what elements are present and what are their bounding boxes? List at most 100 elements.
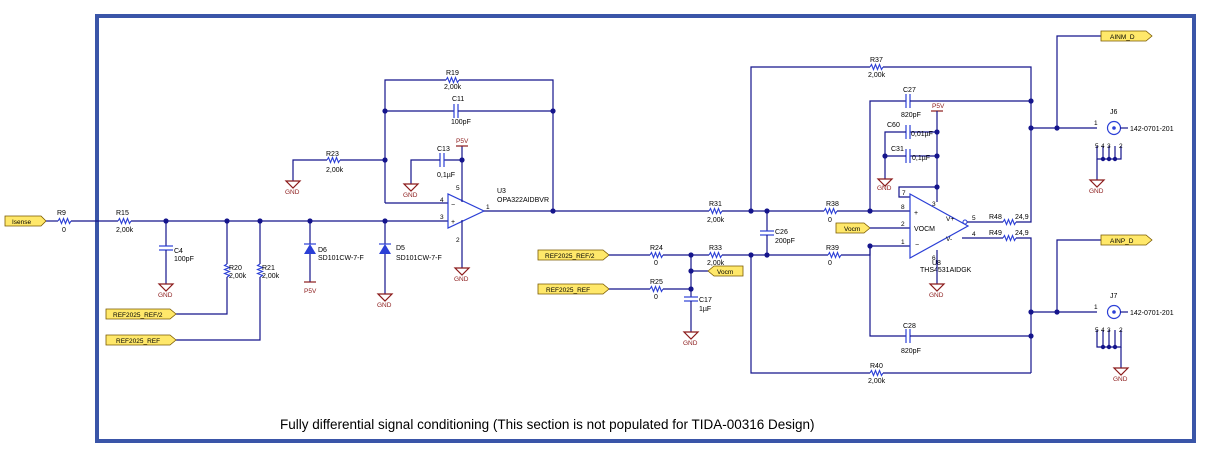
j6-pin-2: 2: [1119, 143, 1123, 150]
net-label-ref-mid[interactable]: REF2025_REF: [537, 283, 610, 295]
diode-d6[interactable]: [304, 221, 316, 282]
r33-ref: R33: [709, 245, 722, 252]
capacitor-c31[interactable]: [905, 149, 911, 163]
resistor-r19[interactable]: [445, 76, 460, 84]
gnd-label: GND: [285, 189, 300, 196]
capacitor-c13[interactable]: [439, 153, 445, 167]
d5-ref: D5: [396, 245, 405, 252]
connector-j6[interactable]: [1106, 120, 1129, 136]
gnd-icon: [158, 277, 174, 292]
gnd-icon: [285, 174, 301, 189]
resistor-r25[interactable]: [649, 285, 664, 293]
gnd-icon: [454, 261, 470, 276]
c31-ref: C31: [891, 146, 904, 153]
resistor-r40[interactable]: [869, 369, 884, 377]
u8-vminus-label: V-: [946, 236, 952, 243]
j7-pin-3: 3: [1107, 327, 1111, 334]
u8-pin-2: 2: [901, 221, 905, 228]
resistor-r33[interactable]: [708, 251, 723, 259]
net-label-ainm[interactable]: AINM_D: [1100, 30, 1153, 42]
net-label-isense[interactable]: Isense: [4, 215, 47, 227]
r21-ref: R21: [262, 265, 275, 272]
u3-value: OPA322AIDBVR: [497, 197, 549, 204]
j6-pin-5: 5: [1095, 143, 1099, 150]
gnd-label: GND: [1113, 376, 1128, 383]
net-label-vocm-out[interactable]: Vocm: [707, 265, 744, 277]
r31-ref: R31: [709, 201, 722, 208]
connector-j7[interactable]: [1106, 304, 1129, 320]
r23-ref: R23: [326, 151, 339, 158]
c60-value: 0,01µF: [911, 131, 933, 138]
resistor-r39[interactable]: [827, 251, 842, 259]
r20-ref: R20: [229, 265, 242, 272]
c27-value: 820pF: [901, 112, 921, 119]
p5v-d6-label: P5V: [304, 288, 317, 295]
resistor-r23[interactable]: [326, 156, 341, 164]
net-label-ref-half-mid[interactable]: REF2025_REF/2: [537, 249, 610, 261]
gnd-icon: [1113, 361, 1129, 376]
capacitor-c4[interactable]: [159, 221, 173, 278]
resistor-r9[interactable]: [57, 217, 72, 225]
diode-d5[interactable]: [379, 221, 391, 288]
capacitor-c28[interactable]: [905, 329, 911, 343]
svg-text:+: +: [451, 219, 455, 226]
fda-u8[interactable]: + −: [909, 192, 970, 260]
c28-ref: C28: [903, 323, 916, 330]
r19-value: 2,00k: [444, 84, 462, 91]
p5v-u8-label: P5V: [932, 103, 945, 110]
r25-value: 0: [654, 294, 658, 301]
r25-ref: R25: [650, 279, 663, 286]
r37-value: 2,00k: [868, 72, 886, 79]
c17-value: 1µF: [699, 306, 711, 313]
resistor-r24[interactable]: [649, 251, 664, 259]
gnd-icon: [1089, 173, 1105, 188]
r19-ref: R19: [446, 70, 459, 77]
r15-value: 2,00k: [116, 227, 134, 234]
u8-pin-3: 3: [932, 201, 936, 208]
gnd-icon: [377, 287, 393, 302]
r33-value: 2,00k: [707, 260, 725, 267]
d6-ref: D6: [318, 247, 327, 254]
r21-value: 2,00k: [262, 273, 280, 280]
gnd-label: GND: [683, 340, 698, 347]
section-caption: Fully differential signal conditioning (…: [280, 417, 815, 432]
capacitor-c60[interactable]: [905, 125, 911, 139]
r48-value: 24,9: [1015, 214, 1029, 221]
net-label-vocm-in[interactable]: Vocm: [835, 222, 871, 234]
capacitor-c26[interactable]: [760, 211, 774, 255]
u3-pin-3: 3: [440, 214, 444, 221]
r38-ref: R38: [826, 201, 839, 208]
gnd-icon: [683, 325, 699, 340]
d5-value: SD101CW-7-F: [396, 255, 442, 262]
j7-pin-5: 5: [1095, 327, 1099, 334]
svg-text:REF2025_REF: REF2025_REF: [116, 338, 160, 345]
capacitor-c17[interactable]: [684, 289, 698, 326]
p5v-u3-label: P5V: [456, 138, 469, 145]
resistor-r15[interactable]: [117, 217, 132, 225]
gnd-label: GND: [158, 292, 173, 299]
resistor-r37[interactable]: [869, 63, 884, 71]
c13-value: 0,1µF: [437, 172, 455, 179]
net-label-ref-half-left[interactable]: REF2025_REF/2: [105, 308, 177, 320]
u3-pin-1: 1: [486, 204, 490, 211]
gnd-label: GND: [877, 185, 892, 192]
capacitor-c27[interactable]: [905, 94, 911, 108]
u8-pin-1: 1: [901, 239, 905, 246]
r40-ref: R40: [870, 363, 883, 370]
gnd-label: GND: [403, 192, 418, 199]
capacitor-c11[interactable]: [453, 104, 459, 118]
j6-value: 142-0701-201: [1130, 126, 1174, 133]
resistor-r31[interactable]: [708, 207, 723, 215]
u3-pin-5: 5: [456, 185, 460, 192]
gnd-label: GND: [1089, 188, 1104, 195]
r9-ref: R9: [57, 210, 66, 217]
r37-ref: R37: [870, 57, 883, 64]
net-label-ref-left[interactable]: REF2025_REF: [105, 334, 177, 346]
resistor-r38[interactable]: [823, 207, 838, 215]
j7-ref: J7: [1110, 293, 1118, 300]
net-label-ainp[interactable]: AINP_D: [1100, 234, 1153, 246]
opamp-u3[interactable]: − +: [447, 193, 486, 229]
d6-value: SD101CW-7-F: [318, 255, 364, 262]
